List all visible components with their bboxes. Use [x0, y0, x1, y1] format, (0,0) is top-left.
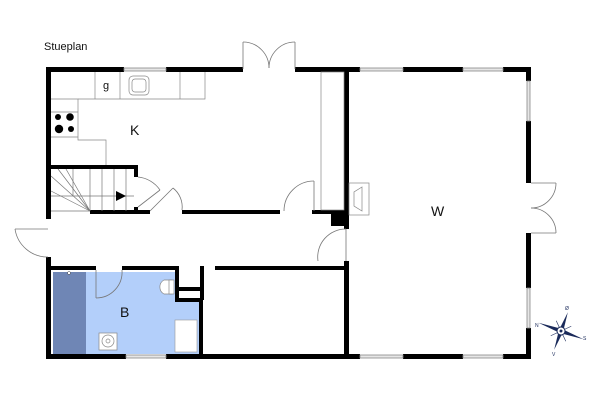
compass-east: Ø: [565, 306, 569, 312]
window: [125, 354, 167, 359]
compass-north: N: [535, 323, 539, 329]
windows: [123, 67, 531, 359]
fridge-label: g: [103, 80, 109, 92]
washing-machine-icon: [98, 332, 118, 351]
window: [462, 67, 504, 72]
walls: [46, 67, 531, 359]
shower-area: [53, 272, 86, 354]
window: [462, 354, 504, 359]
fireplace-icon: [348, 182, 370, 216]
window: [123, 67, 167, 72]
staircase: [50, 168, 134, 212]
room-label-kitchen: K: [130, 122, 140, 138]
stove-icon: [54, 113, 74, 134]
window: [359, 354, 404, 359]
drain-icon: [67, 271, 71, 275]
room-label-living: W: [431, 203, 445, 219]
toilet-icon: [159, 279, 175, 295]
window: [526, 80, 531, 122]
compass-south: S: [583, 336, 587, 342]
compass-rose-icon: N Ø S V: [535, 306, 587, 358]
kitchen-counters: [51, 71, 370, 216]
doors: [14, 41, 557, 299]
window: [526, 287, 531, 329]
compass-west: V: [552, 352, 556, 358]
window: [359, 67, 404, 72]
plan-title: Stueplan: [44, 41, 88, 53]
sink-icon: [128, 75, 150, 96]
room-label-bathroom: B: [120, 304, 129, 320]
stair-arrow-icon: [116, 191, 126, 201]
